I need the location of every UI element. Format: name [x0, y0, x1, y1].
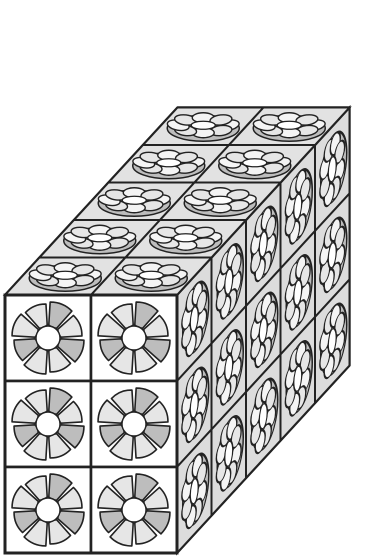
ring-center: [36, 412, 60, 436]
ring-center: [88, 234, 112, 242]
ring-of-petals-icon: [218, 150, 291, 179]
ring-center: [36, 498, 60, 522]
ring-center: [139, 271, 163, 279]
right-face: [177, 0, 350, 553]
ring-center: [122, 412, 146, 436]
ring-center: [122, 196, 146, 204]
ring-center: [208, 196, 232, 204]
ring-of-petals-icon: [149, 225, 222, 254]
ring-of-petals-icon: [63, 225, 136, 254]
ring-of-petals-icon: [115, 263, 188, 292]
ring-center: [157, 159, 181, 167]
ring-center: [191, 121, 215, 129]
ring-center: [174, 234, 198, 242]
ring-center: [122, 326, 146, 350]
ring-center: [243, 159, 267, 167]
ring-of-petals-icon: [132, 150, 205, 179]
ring-center: [53, 271, 77, 279]
ring-center: [277, 121, 301, 129]
ring-of-petals-icon: [98, 188, 171, 217]
ring-of-petals-icon: [253, 113, 326, 142]
ring-center: [122, 498, 146, 522]
ring-of-petals-icon: [29, 263, 102, 292]
front-face: [5, 295, 177, 553]
ring-center: [36, 326, 60, 350]
ring-of-petals-icon: [167, 113, 240, 142]
ring-of-petals-icon: [184, 188, 257, 217]
